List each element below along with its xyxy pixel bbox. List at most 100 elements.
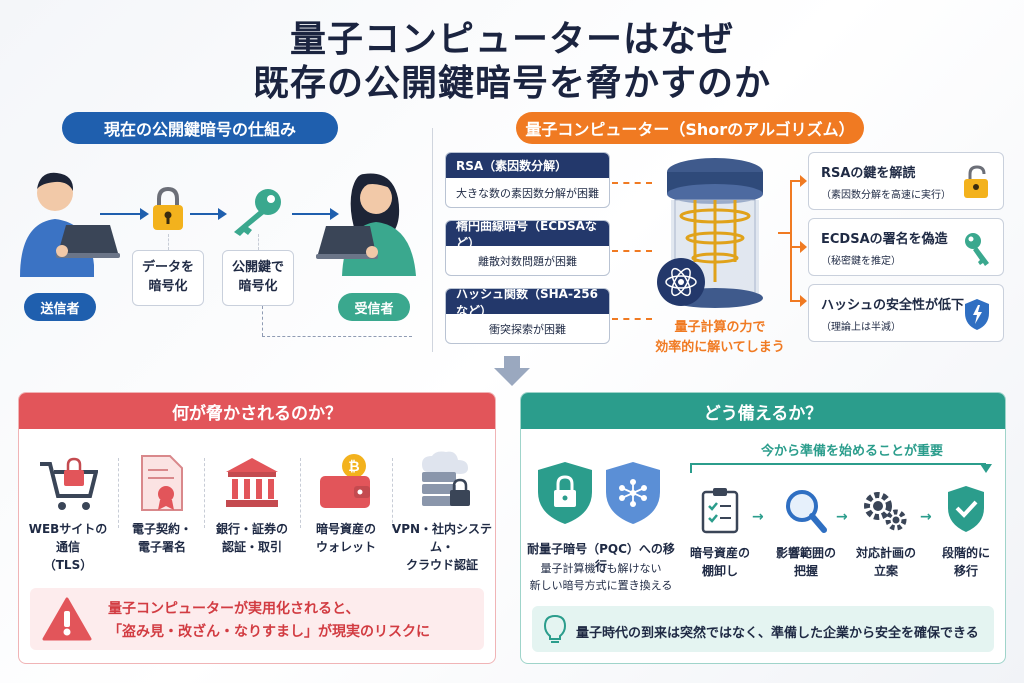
- timeline-tick: [690, 463, 692, 473]
- result-rsa-broken: RSAの鍵を解読 （素因数分解を高速に実行）: [808, 152, 1004, 210]
- checklist-icon: [701, 488, 739, 534]
- shopping-cart-lock-icon: [40, 457, 98, 510]
- key-icon: [234, 189, 281, 236]
- shield-icon: [965, 299, 989, 330]
- gears-icon: [864, 492, 907, 531]
- step-label-migrate: 段階的に 移行: [941, 546, 990, 578]
- result-sub: （理論上は半減）: [821, 322, 901, 333]
- timeline-arrow-head: [980, 464, 992, 473]
- pubkey-encrypt-box: 公開鍵で 暗号化: [222, 250, 294, 306]
- algo-desc: 離散対数問題が困難: [478, 255, 577, 268]
- dashed-arrow: [612, 182, 652, 184]
- quantum-computer-icon: [657, 158, 763, 308]
- section-divider: [432, 128, 433, 352]
- magnifier-icon: [786, 490, 827, 533]
- threat-separator: [118, 458, 119, 528]
- result-ecdsa-forged: ECDSAの署名を偽造 （秘密鍵を推定）: [808, 218, 1004, 276]
- svg-text:₿: ₿: [348, 459, 359, 475]
- arrow-head: [800, 295, 807, 307]
- algo-desc: 大きな数の素因数分解が困難: [456, 187, 599, 200]
- step-label-impact: 影響範囲の 把握: [775, 546, 836, 578]
- result-title: ハッシュの安全性が低下: [821, 298, 965, 313]
- cloud-server-icon: [422, 451, 470, 506]
- threat-separator: [392, 458, 393, 528]
- receiver-person-icon: [316, 173, 416, 276]
- threats-header: 何が脅かされるのか？: [19, 393, 495, 429]
- timeline-line: [690, 463, 986, 465]
- threat-label-tls: WEBサイトの 通信 （TLS）: [28, 522, 108, 572]
- receiver-label: 受信者: [338, 293, 410, 321]
- step-arrow: →: [752, 509, 764, 525]
- pqc-title: 耐量子暗号（PQC）への移行: [527, 542, 675, 573]
- algo-box-hash: ハッシュ関数（SHA-256など） 衝突探索が困難: [445, 288, 610, 344]
- warning-icon: [42, 597, 92, 641]
- arrow-head: [800, 241, 807, 253]
- arrow-head: [140, 208, 149, 220]
- bank-icon: [226, 458, 278, 507]
- threat-separator: [300, 458, 301, 528]
- current-section-header: 現在の公開鍵暗号の仕組み: [62, 112, 338, 144]
- result-sub: （秘密鍵を推定）: [821, 256, 901, 267]
- unlocked-padlock-icon: [964, 165, 988, 198]
- result-hash-weakened: ハッシュの安全性が低下 （理論上は半減）: [808, 284, 1004, 342]
- flow-arrow: [292, 213, 332, 215]
- algo-name: RSA（素因数分解）: [446, 153, 609, 178]
- branch-line: [790, 180, 802, 182]
- pqc-subtitle: 量子計算機でも解けない 新しい暗号方式に置き換える: [529, 562, 673, 592]
- encrypt-data-box: データを 暗号化: [132, 250, 204, 306]
- tip-text: 量子時代の到来は突然ではなく、準備した企業から安全を確保できる: [576, 626, 979, 641]
- threat-separator: [204, 458, 205, 528]
- branch-line: [790, 246, 802, 248]
- algo-desc: 衝突探索が困難: [489, 323, 566, 336]
- arrow-head: [330, 208, 339, 220]
- sender-label: 送信者: [24, 293, 96, 321]
- title-line-1: 量子コンピューターはなぜ: [289, 19, 734, 60]
- warning-text: 量子コンピューターが実用化されると、 「盗み見・改ざん・なりすまし」が現実のリス…: [108, 601, 430, 641]
- arrow-head: [800, 175, 807, 187]
- padlock-icon: [153, 186, 183, 230]
- sender-person-icon: [20, 172, 120, 277]
- warning-box: [30, 588, 484, 650]
- branch-line: [778, 232, 792, 234]
- algo-name: ハッシュ関数（SHA-256など）: [446, 289, 609, 318]
- dashed-arrow: [612, 318, 652, 320]
- flow-arrow: [190, 213, 220, 215]
- connector-line: [168, 234, 169, 250]
- arrow-head: [218, 208, 227, 220]
- lightbulb-icon: [543, 614, 567, 643]
- step-arrow: →: [836, 509, 848, 525]
- certificate-icon: [141, 455, 183, 511]
- wallet-icon: ₿: [320, 454, 370, 508]
- result-sub: （素因数分解を高速に実行）: [821, 190, 951, 201]
- step-label-plan: 対応計画の 立案: [855, 546, 916, 578]
- threat-label-vpn: VPN・社内システム・ クラウド認証: [391, 522, 493, 572]
- dashed-arrow: [612, 250, 652, 252]
- title-line-2: 既存の公開鍵暗号を脅かすのか: [252, 63, 771, 104]
- result-title: RSAの鍵を解読: [821, 166, 916, 181]
- result-title: ECDSAの署名を偽造: [821, 232, 948, 247]
- quantum-section-header: 量子コンピューター（Shorのアルゴリズム）: [516, 112, 864, 144]
- tip-box: [532, 606, 994, 652]
- algo-box-ecdsa: 楕円曲線暗号（ECDSAなど） 離散対数問題が困難: [445, 220, 610, 276]
- connector-line: [262, 336, 412, 337]
- quantum-caption: 量子計算の力で 効率的に解いてしまう: [655, 320, 785, 355]
- algo-box-rsa: RSA（素因数分解） 大きな数の素因数分解が困難: [445, 152, 610, 208]
- threat-label-wallet: 暗号資産の ウォレット: [315, 522, 376, 554]
- shield-check-icon: [948, 486, 984, 532]
- timeline-label: 今から準備を始めることが重要: [760, 444, 943, 459]
- threat-label-bank: 銀行・証券の 認証・取引: [215, 522, 288, 554]
- threat-label-esign: 電子契約・ 電子署名: [131, 522, 192, 554]
- step-label-inventory: 暗号資産の 棚卸し: [689, 546, 750, 578]
- branch-line: [790, 300, 802, 302]
- connector-line: [258, 234, 259, 250]
- pqc-lock-shield-icon: [538, 462, 592, 524]
- key-icon: [965, 233, 989, 266]
- pqc-network-shield-icon: [606, 462, 660, 524]
- algo-name: 楕円曲線暗号（ECDSAなど）: [446, 221, 609, 250]
- prepare-header: どう備えるか？: [521, 393, 1005, 429]
- down-arrow-icon: [494, 356, 530, 386]
- connector-line: [262, 306, 263, 336]
- branch-line: [790, 180, 792, 302]
- flow-arrow: [100, 213, 142, 215]
- step-arrow: →: [920, 509, 932, 525]
